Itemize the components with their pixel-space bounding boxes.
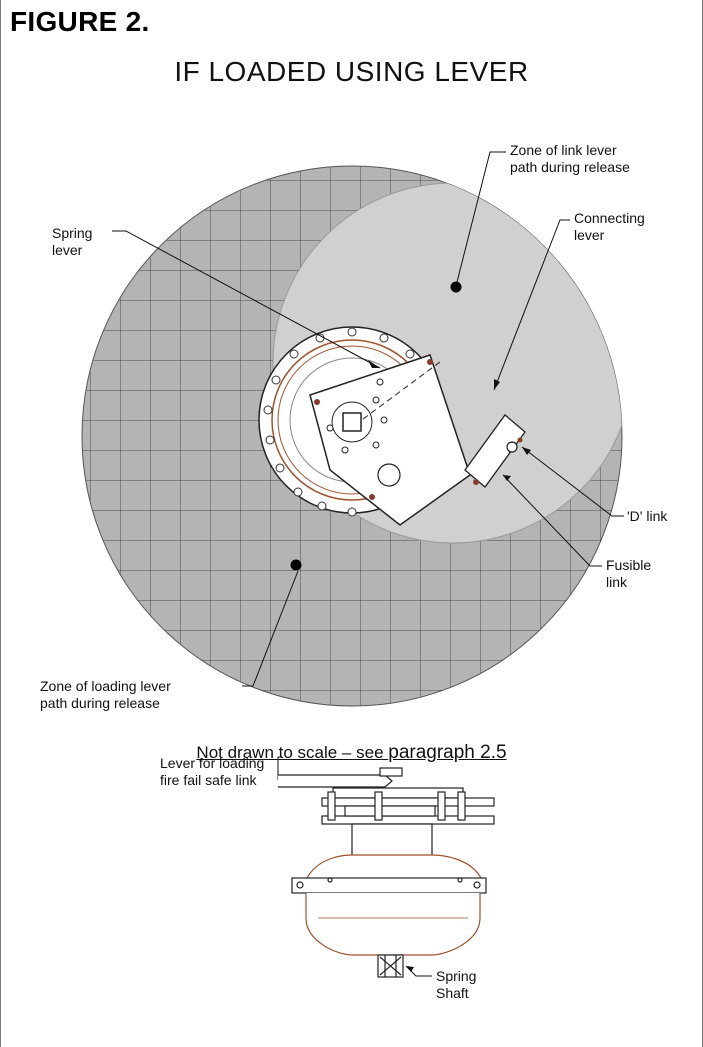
- d-link-label: 'D' link: [627, 508, 668, 524]
- spring-lever-plate: [309, 354, 471, 526]
- hub-boss: [377, 463, 401, 487]
- paragraph-reference-link[interactable]: paragraph 2.5: [388, 742, 507, 763]
- figure-title: IF LOADED USING LEVER: [174, 56, 529, 87]
- d-link-pin: [506, 441, 518, 453]
- connecting-lever-label: Connecting lever: [574, 210, 649, 243]
- fusible-link-label: Fusible link: [606, 557, 655, 590]
- loading-zone-marker: [290, 559, 302, 571]
- actuator-side-view: [278, 767, 495, 978]
- spring-lever-label: Spring lever: [52, 225, 96, 258]
- link-zone-label: Zone of link lever path during release: [510, 142, 630, 175]
- scale-note-text: Not drawn to scale – see: [196, 743, 389, 762]
- scale-note: Not drawn to scale – see paragraph 2.5: [0, 742, 703, 764]
- spring-shaft-square: [342, 412, 362, 432]
- loading-zone-label: Zone of loading lever path during releas…: [40, 678, 175, 711]
- link-zone-marker: [450, 281, 462, 293]
- loading-lever-label: Lever for loading fire fail safe link: [160, 755, 268, 788]
- flange-bolts: [263, 327, 415, 517]
- spring-shaft-label: Spring Shaft: [436, 968, 480, 1001]
- figure-label: FIGURE 2.: [10, 6, 150, 37]
- actuator-plan-view: [258, 326, 526, 526]
